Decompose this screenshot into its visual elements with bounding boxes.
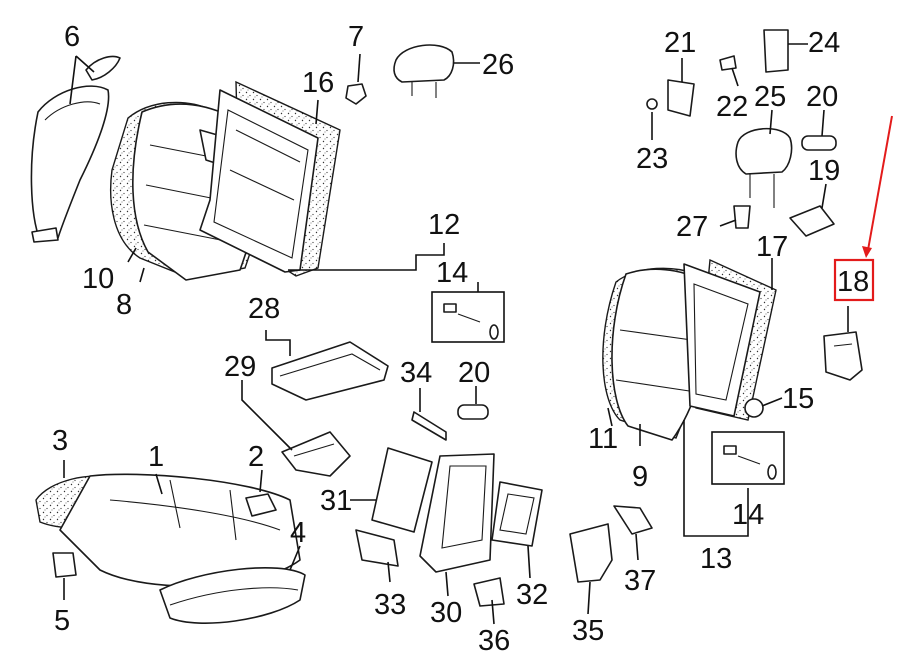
label-part-28[interactable]: 28 — [248, 293, 280, 325]
label-part-23[interactable]: 23 — [636, 143, 668, 175]
label-part-20-right[interactable]: 20 — [806, 81, 838, 113]
label-part-25[interactable]: 25 — [754, 81, 786, 113]
part-number-labels: 6 7 26 16 10 8 12 14 28 29 2 3 1 4 5 34 … — [52, 21, 869, 657]
part-14-hardware-box-lower[interactable] — [711, 431, 785, 485]
label-part-8[interactable]: 8 — [116, 289, 132, 321]
label-part-4[interactable]: 4 — [290, 517, 306, 549]
label-part-35[interactable]: 35 — [572, 615, 604, 647]
label-part-3[interactable]: 3 — [52, 425, 68, 457]
label-part-18[interactable]: 18 — [837, 266, 869, 298]
part-5-clip[interactable] — [52, 552, 77, 578]
label-part-21[interactable]: 21 — [664, 27, 696, 59]
part-16-backrest-frame[interactable] — [199, 80, 341, 277]
part-6-side-bolster[interactable] — [30, 55, 121, 243]
label-part-26[interactable]: 26 — [482, 49, 514, 81]
part-1-seat-cushion[interactable] — [35, 473, 301, 587]
part-33-cover[interactable] — [355, 529, 399, 567]
part-14-hardware-box-upper[interactable] — [431, 291, 505, 343]
part-4-seat-frame[interactable] — [159, 567, 306, 624]
label-part-14-lower[interactable]: 14 — [732, 499, 764, 531]
label-part-29[interactable]: 29 — [224, 351, 256, 383]
leader-lines — [63, 43, 849, 625]
part-27-pin[interactable] — [733, 205, 751, 229]
label-part-24[interactable]: 24 — [808, 27, 840, 59]
part-25-headrest[interactable] — [735, 127, 793, 208]
label-part-5[interactable]: 5 — [54, 605, 70, 637]
label-part-16[interactable]: 16 — [302, 67, 334, 99]
part-15-plug[interactable] — [744, 398, 764, 418]
part-23-washer[interactable] — [646, 98, 658, 110]
label-part-7[interactable]: 7 — [348, 21, 364, 53]
label-part-32[interactable]: 32 — [516, 579, 548, 611]
part-37-trim[interactable] — [613, 505, 653, 535]
part-22-bolt[interactable] — [719, 55, 737, 71]
part-35-hinge-bracket[interactable] — [569, 523, 613, 583]
part-2b-bracket[interactable] — [245, 493, 277, 517]
label-part-36[interactable]: 36 — [478, 625, 510, 657]
highlight-annotation — [833, 115, 893, 302]
label-part-6[interactable]: 6 — [64, 21, 80, 53]
label-part-34[interactable]: 34 — [400, 357, 432, 389]
part-31-panel[interactable] — [371, 447, 433, 533]
part-21-bracket[interactable] — [667, 79, 695, 117]
label-part-20-center[interactable]: 20 — [458, 357, 490, 389]
part-20-bushing[interactable] — [457, 404, 489, 420]
label-part-37[interactable]: 37 — [624, 565, 656, 597]
label-part-31[interactable]: 31 — [320, 485, 352, 517]
label-part-9[interactable]: 9 — [632, 461, 648, 493]
part-18-trim-highlighted[interactable] — [823, 331, 863, 381]
label-part-15[interactable]: 15 — [782, 383, 814, 415]
label-part-17[interactable]: 17 — [756, 231, 788, 263]
label-part-13[interactable]: 13 — [700, 543, 732, 575]
label-part-2[interactable]: 2 — [248, 441, 264, 473]
label-part-1[interactable]: 1 — [148, 441, 164, 473]
part-28-armrest-pad[interactable] — [271, 341, 389, 401]
part-30-armrest-housing[interactable] — [419, 453, 495, 573]
part-2-cupholder[interactable] — [281, 431, 351, 477]
label-part-10[interactable]: 10 — [82, 263, 114, 295]
part-36-clip[interactable] — [473, 577, 505, 607]
label-part-30[interactable]: 30 — [430, 597, 462, 629]
label-part-14-upper[interactable]: 14 — [436, 257, 468, 289]
label-part-22[interactable]: 22 — [716, 91, 748, 123]
part-34-strip[interactable] — [411, 411, 447, 441]
label-part-11[interactable]: 11 — [588, 423, 618, 455]
part-19-latch-cover[interactable] — [789, 205, 835, 237]
part-24-cover[interactable] — [763, 29, 789, 73]
label-part-12[interactable]: 12 — [428, 209, 460, 241]
part-26-headrest[interactable] — [393, 44, 455, 98]
part-32-bracket[interactable] — [491, 481, 543, 547]
part-7-guide[interactable] — [345, 83, 367, 105]
label-part-19[interactable]: 19 — [808, 155, 840, 187]
part-17-frame-right[interactable] — [683, 258, 777, 421]
label-part-27[interactable]: 27 — [676, 211, 708, 243]
part-20-guide-sleeve[interactable] — [801, 135, 837, 151]
label-part-33[interactable]: 33 — [374, 589, 406, 621]
